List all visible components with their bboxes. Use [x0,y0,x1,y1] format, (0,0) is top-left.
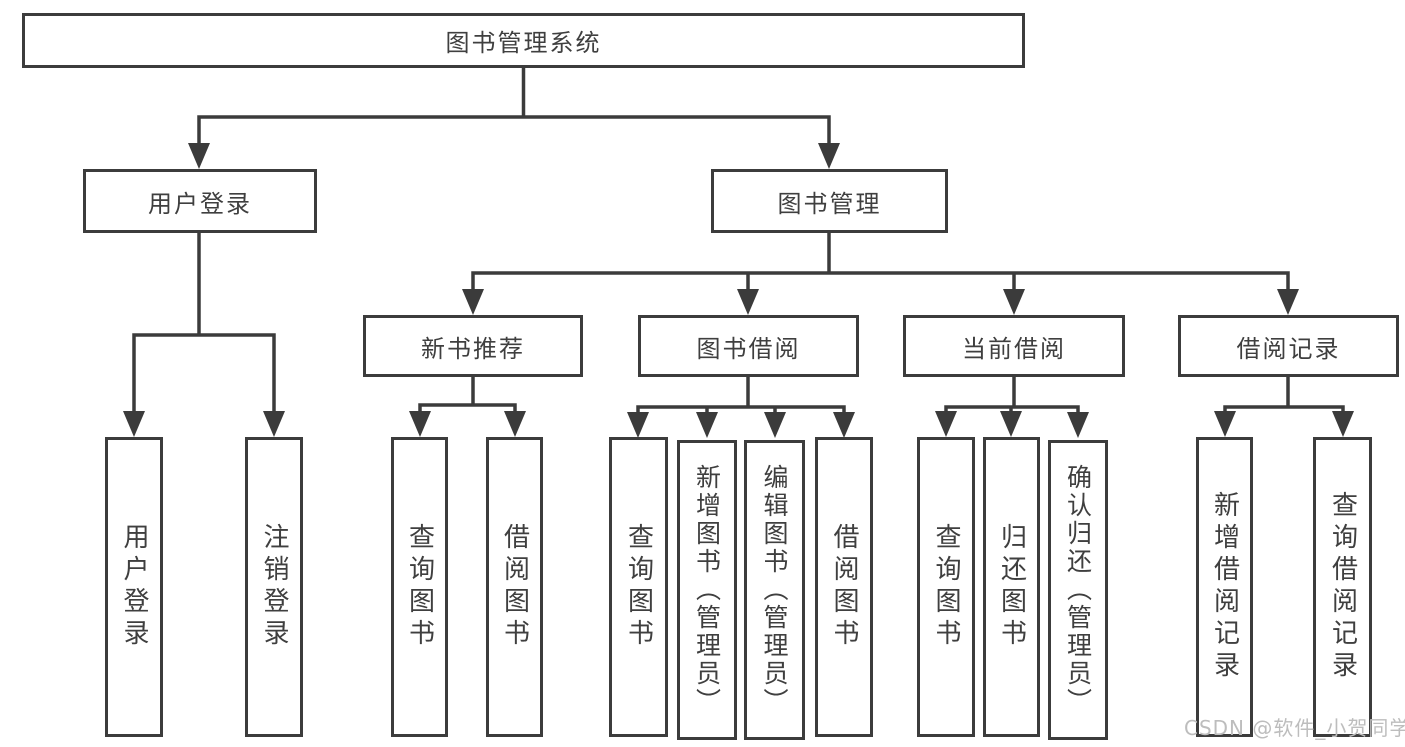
leaf-logout: 注销登录 [245,437,303,737]
node-book-management: 图书管理 [711,169,948,233]
connector-bookmgmt-to-level3 [462,233,1299,315]
leaf-add-book-admin-label: 新增图书（管理员） [692,464,722,716]
node-user-login: 用户登录 [83,169,317,233]
leaf-user-login-label: 用户登录 [119,523,149,651]
leaf-query-book-3: 查询图书 [917,437,975,737]
arrowhead [462,289,484,315]
arrowhead [833,412,855,438]
leaf-query-book-1-label: 查询图书 [404,523,435,651]
arrowhead [1003,289,1025,315]
arrowhead [1332,411,1354,437]
node-user-login-label: 用户登录 [148,189,252,218]
arrowhead [1277,289,1299,315]
leaf-add-book-admin: 新增图书（管理员） [677,440,737,740]
arrowhead [263,411,285,437]
arrowhead [409,411,431,437]
node-borrow-record-label: 借阅记录 [1236,334,1341,363]
arrowhead [1067,412,1089,438]
node-current-borrow-label: 当前借阅 [962,334,1066,363]
node-new-book-recommend: 新书推荐 [363,315,583,377]
connector-userlogin-to-leaves [123,233,285,437]
arrowhead [818,143,840,169]
node-root: 图书管理系统 [22,13,1025,68]
connector-currentborrow-to-leaves [935,377,1089,438]
leaf-query-book-3-label: 查询图书 [931,523,961,651]
leaf-return-book-label: 归还图书 [996,523,1027,651]
leaf-logout-label: 注销登录 [259,523,289,651]
node-current-borrow: 当前借阅 [903,315,1125,377]
connector-bookborrow-to-leaves [627,377,855,438]
arrowhead [935,411,957,437]
leaf-edit-book-admin-label: 编辑图书（管理员） [760,464,789,716]
leaf-query-borrow-record: 查询借阅记录 [1313,437,1372,737]
node-book-borrow-label: 图书借阅 [696,334,801,363]
leaf-user-login: 用户登录 [105,437,163,737]
arrowhead [188,143,210,169]
leaf-borrow-book-2: 借阅图书 [815,437,873,737]
arrowhead [627,412,649,438]
arrowhead [504,411,526,437]
leaf-query-borrow-record-label: 查询借阅记录 [1327,491,1358,683]
leaf-query-book-2: 查询图书 [609,437,668,737]
node-book-management-label: 图书管理 [777,189,882,218]
leaf-borrow-book-1: 借阅图书 [486,437,543,737]
connector-borrowrecord-to-leaves [1214,377,1354,437]
node-new-book-recommend-label: 新书推荐 [421,334,525,363]
connector-newbookrec-to-leaves [409,377,526,437]
leaf-query-book-2-label: 查询图书 [623,523,654,651]
node-root-label: 图书管理系统 [445,29,602,57]
arrowhead [764,412,786,438]
leaf-add-borrow-record-label: 新增借阅记录 [1209,491,1240,683]
node-borrow-record: 借阅记录 [1178,315,1399,377]
arrowhead [1214,411,1236,437]
leaf-edit-book-admin: 编辑图书（管理员） [744,440,805,740]
arrowhead [1000,411,1022,437]
leaf-add-borrow-record: 新增借阅记录 [1196,437,1253,737]
leaf-confirm-return-admin: 确认归还（管理员） [1048,440,1108,740]
leaf-confirm-return-admin-label: 确认归还（管理员） [1063,464,1093,716]
node-book-borrow: 图书借阅 [638,315,859,377]
arrowhead [696,412,718,438]
arrowhead [737,289,759,315]
connector-root-to-level2 [188,68,840,169]
leaf-borrow-book-1-label: 借阅图书 [499,523,530,651]
leaf-return-book: 归还图书 [983,437,1040,737]
watermark: CSDN @软件_小贺同学 [1184,716,1405,740]
arrowhead [123,411,145,437]
leaf-query-book-1: 查询图书 [391,437,448,737]
leaf-borrow-book-2-label: 借阅图书 [829,523,859,651]
